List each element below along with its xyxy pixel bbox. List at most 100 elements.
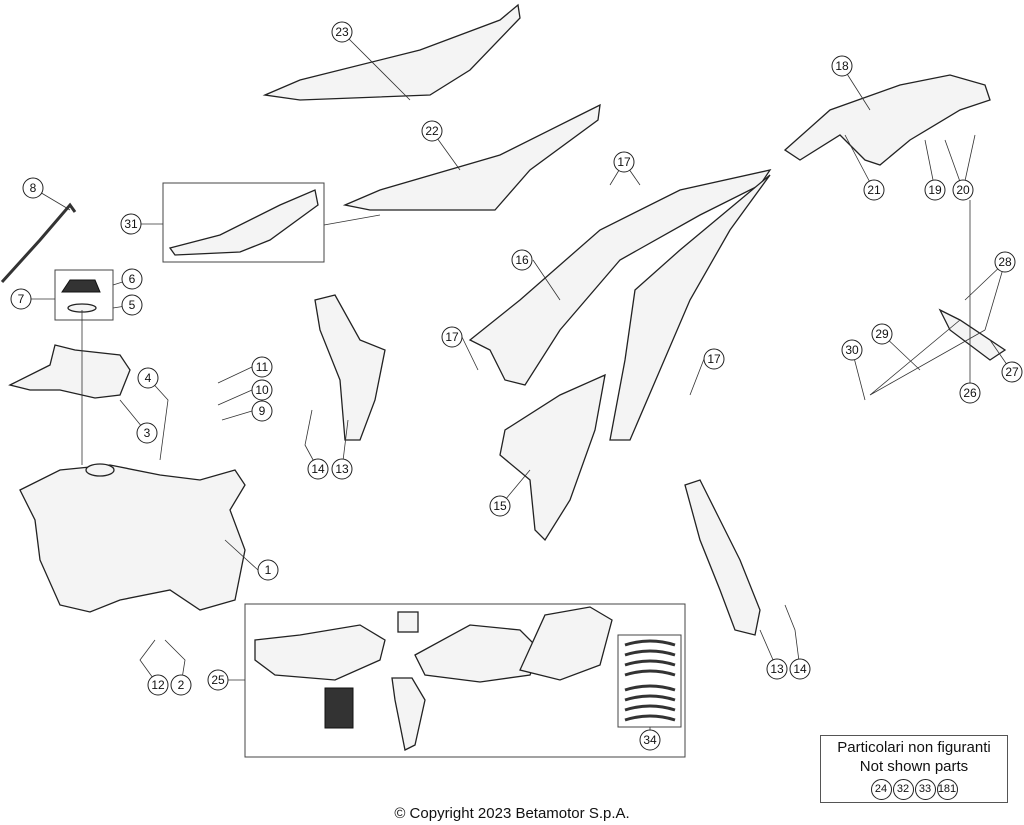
svg-text:13: 13 xyxy=(335,462,349,476)
callout-29[interactable]: 29 xyxy=(871,323,893,345)
callout-23[interactable]: 23 xyxy=(331,21,353,43)
callout-21[interactable]: 21 xyxy=(863,179,885,201)
side-panel-16b xyxy=(609,174,771,441)
callout-17-top[interactable]: 17 xyxy=(613,151,635,173)
callout-18[interactable]: 18 xyxy=(831,55,853,77)
svg-text:22: 22 xyxy=(425,124,439,138)
callout-10[interactable]: 10 xyxy=(251,379,273,401)
not-shown-part[interactable]: 24 xyxy=(870,779,892,800)
callout-20[interactable]: 20 xyxy=(952,179,974,201)
svg-text:9: 9 xyxy=(259,404,266,418)
svg-text:6: 6 xyxy=(129,272,136,286)
rear-fender-18 xyxy=(783,74,991,166)
callout-22[interactable]: 22 xyxy=(421,120,443,142)
svg-text:15: 15 xyxy=(493,499,507,513)
callout-14-left[interactable]: 14 xyxy=(307,458,329,480)
callout-4[interactable]: 4 xyxy=(137,367,159,389)
decal-left xyxy=(254,624,386,681)
decal-headlight xyxy=(397,611,419,633)
not-shown-part[interactable]: 181 xyxy=(936,779,958,800)
callout-1[interactable]: 1 xyxy=(257,559,279,581)
callout-8[interactable]: 8 xyxy=(22,177,44,199)
rim-stickers-box xyxy=(617,634,682,728)
svg-text:17: 17 xyxy=(617,155,631,169)
seat-22 xyxy=(342,103,601,211)
callout-28[interactable]: 28 xyxy=(994,251,1016,273)
callout-3[interactable]: 3 xyxy=(136,422,158,444)
frame-guard-13-left xyxy=(314,294,386,441)
not-shown-part[interactable]: 33 xyxy=(914,779,936,800)
decals-box xyxy=(244,603,686,758)
svg-text:17: 17 xyxy=(445,330,459,344)
fuel-cap-6 xyxy=(61,279,101,293)
callout-13-left[interactable]: 13 xyxy=(331,458,353,480)
callout-11[interactable]: 11 xyxy=(251,356,273,378)
callout-16[interactable]: 16 xyxy=(511,249,533,271)
svg-text:14: 14 xyxy=(793,662,807,676)
callout-6[interactable]: 6 xyxy=(121,268,143,290)
svg-text:31: 31 xyxy=(124,217,138,231)
callout-34[interactable]: 34 xyxy=(639,729,661,751)
callout-15[interactable]: 15 xyxy=(489,495,511,517)
breather-hose-8 xyxy=(0,202,77,284)
svg-text:10: 10 xyxy=(255,383,269,397)
svg-text:5: 5 xyxy=(129,298,136,312)
not-shown-title-it: Particolari non figuranti xyxy=(837,739,991,756)
svg-text:1: 1 xyxy=(265,563,272,577)
leader-lines xyxy=(21,31,1013,740)
svg-text:27: 27 xyxy=(1005,365,1019,379)
plate-26 xyxy=(938,308,1007,361)
decal-tank-pad xyxy=(324,687,354,729)
fuel-tank-1 xyxy=(19,464,246,613)
svg-text:18: 18 xyxy=(835,59,849,73)
callout-5[interactable]: 5 xyxy=(121,294,143,316)
callout-14-right[interactable]: 14 xyxy=(789,658,811,680)
decal-shroud xyxy=(519,606,613,681)
callout-7[interactable]: 7 xyxy=(10,288,32,310)
svg-text:20: 20 xyxy=(956,183,970,197)
tank-cap xyxy=(85,463,115,477)
not-shown-title-en: Not shown parts xyxy=(859,758,969,775)
copyright: © Copyright 2023 Betamotor S.p.A. xyxy=(394,805,630,822)
svg-text:2: 2 xyxy=(178,678,185,692)
callout-17-right[interactable]: 17 xyxy=(703,348,725,370)
svg-text:19: 19 xyxy=(928,183,942,197)
callout-9[interactable]: 9 xyxy=(251,400,273,422)
callout-30[interactable]: 30 xyxy=(841,339,863,361)
svg-text:17: 17 xyxy=(707,352,721,366)
callout-13-right[interactable]: 13 xyxy=(766,658,788,680)
svg-text:13: 13 xyxy=(770,662,784,676)
svg-text:16: 16 xyxy=(515,253,529,267)
callout-12[interactable]: 12 xyxy=(147,674,169,696)
not-shown-parts-box: Particolari non figuranti Not shown part… xyxy=(820,735,1008,803)
svg-text:29: 29 xyxy=(875,327,889,341)
callout-2[interactable]: 2 xyxy=(170,674,192,696)
svg-text:8: 8 xyxy=(30,181,37,195)
svg-text:14: 14 xyxy=(311,462,325,476)
callout-31[interactable]: 31 xyxy=(120,213,142,235)
seat-cover-box xyxy=(162,182,325,263)
svg-text:21: 21 xyxy=(867,183,881,197)
svg-text:34: 34 xyxy=(643,733,657,747)
svg-text:12: 12 xyxy=(151,678,165,692)
frame-guard-13-right xyxy=(684,479,761,636)
svg-text:7: 7 xyxy=(18,292,25,306)
seat-cover-31 xyxy=(168,189,319,256)
side-panel-16 xyxy=(468,169,772,386)
tank-cover-3 xyxy=(8,344,131,399)
svg-text:30: 30 xyxy=(845,343,859,357)
svg-text:25: 25 xyxy=(211,673,225,687)
callout-26[interactable]: 26 xyxy=(959,382,981,404)
callout-19[interactable]: 19 xyxy=(924,179,946,201)
callout-17-left[interactable]: 17 xyxy=(441,326,463,348)
decal-right xyxy=(414,624,541,683)
side-number-plate-15 xyxy=(499,373,606,542)
svg-text:3: 3 xyxy=(144,426,151,440)
svg-text:4: 4 xyxy=(145,371,152,385)
svg-text:28: 28 xyxy=(998,255,1012,269)
callout-25[interactable]: 25 xyxy=(207,669,229,691)
not-shown-part[interactable]: 32 xyxy=(892,779,914,800)
cap-assembly-box xyxy=(54,269,114,321)
callout-27[interactable]: 27 xyxy=(1001,361,1023,383)
